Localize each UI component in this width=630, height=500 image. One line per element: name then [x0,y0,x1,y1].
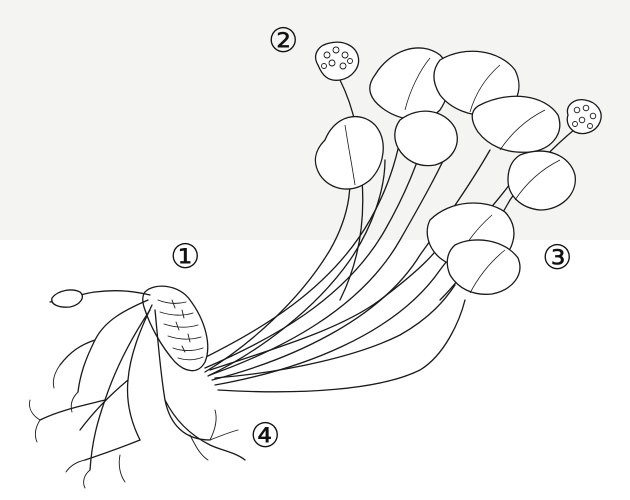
flower-clusters [315,41,602,135]
rhizome [142,285,209,372]
label-leaf: ③ [542,238,573,278]
label-root: ④ [250,416,281,456]
leaves [314,47,576,295]
label-flower: ② [268,21,299,61]
label-rhizome: ① [170,237,201,277]
roots [29,289,246,489]
